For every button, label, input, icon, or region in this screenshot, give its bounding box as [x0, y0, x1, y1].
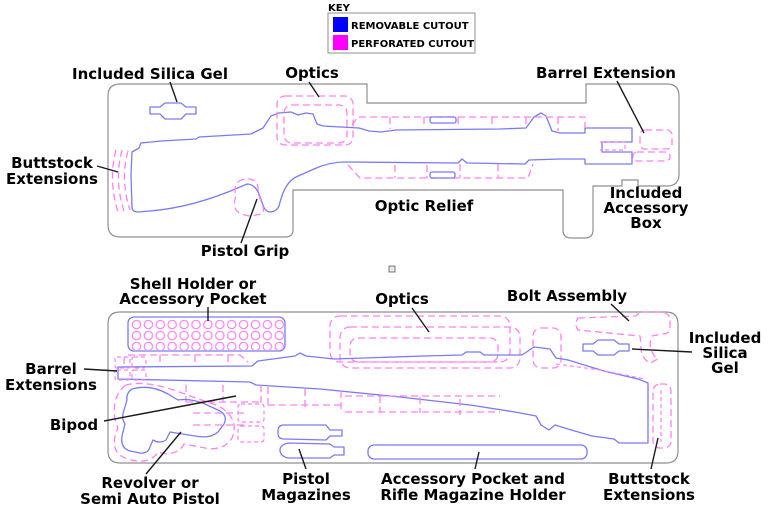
pistol-magazine-cutout-1	[277, 424, 343, 441]
label-pistol-grip: Pistol Grip	[201, 242, 290, 260]
silica-gel-cutout-bottom	[582, 339, 630, 356]
label-revolver-2: Semi Auto Pistol	[80, 490, 220, 506]
label-accessory-pocket-2: Rifle Magazine Holder	[380, 486, 566, 504]
label-bolt-assembly: Bolt Assembly	[507, 287, 627, 305]
revolver-outline	[121, 386, 226, 454]
small-square-artifact	[388, 265, 396, 273]
label-revolver-1: Revolver or	[101, 474, 199, 492]
label-included-accessory-box-3: Box	[630, 214, 662, 232]
optics-cutout-bottom-mid	[339, 326, 521, 369]
barrel-extension-cutout-c	[600, 141, 626, 151]
leader-barrel-extensions-bottom	[83, 368, 118, 372]
top-foam-panel: Included Silica Gel Optics Barrel Extens…	[6, 64, 689, 260]
leader-buttstock-bottom	[650, 437, 659, 470]
label-barrel-extension: Barrel Extension	[536, 64, 676, 82]
label-barrel-extensions-bottom-1: Barrel	[25, 360, 77, 378]
bipod-perforation-grid	[185, 385, 342, 426]
removable-label: REMOVABLE CUTOUT	[351, 21, 469, 32]
leader-pistol-grip	[240, 198, 258, 244]
removable-tab-upper	[429, 116, 457, 124]
barrel-extensions-cutout-3	[114, 369, 131, 381]
barrel-extension-cutout-b	[632, 151, 671, 162]
leader-silica-bottom	[631, 348, 693, 353]
bottom-foam-panel: Shell Holder or Accessory Pocket Optics …	[5, 275, 761, 506]
barrel-extensions-cutout-1	[114, 356, 131, 369]
removable-tab-lower	[429, 171, 456, 179]
label-buttstock-extensions-top-1: Buttstock	[11, 154, 94, 172]
silica-gel-cutout-top	[149, 102, 197, 120]
label-included-silica-gel-bottom-3: Gel	[711, 359, 739, 377]
label-included-silica-gel-top: Included Silica Gel	[72, 65, 228, 83]
label-included-accessory-box-2: Accessory	[604, 199, 689, 217]
optics-cutout-bottom-outer	[329, 315, 511, 363]
buttstock-extensions-cutout-top	[111, 149, 131, 213]
bolt-assembly-cutout	[575, 311, 671, 364]
pistol-grip-cutout	[233, 178, 265, 217]
legend-title: KEY	[328, 3, 351, 14]
label-buttstock-extensions-bottom-1: Buttstock	[608, 470, 691, 488]
leader-optics-bottom	[411, 307, 430, 333]
label-optic-relief: Optic Relief	[375, 197, 474, 215]
pistol-magazine-cutout-2	[279, 442, 345, 459]
label-barrel-extensions-bottom-2: Extensions	[5, 376, 97, 394]
leader-optics-top	[308, 81, 320, 98]
barrel-extensions-cutout-4	[131, 369, 147, 381]
leader-bolt-assembly	[610, 303, 630, 322]
perforated-swatch	[333, 35, 348, 50]
label-pistol-magazines-1: Pistol	[282, 470, 330, 488]
legend-box	[327, 12, 476, 54]
optics-cutout-top-inner	[283, 104, 348, 144]
label-buttstock-extensions-top-2: Extensions	[6, 170, 98, 188]
forend-perforation-band	[345, 395, 500, 415]
leader-accessory-pocket	[474, 451, 480, 470]
barrel-perforation-bottom	[123, 354, 249, 365]
barrel-perforation-lower	[347, 163, 534, 179]
shell-holder-cutout	[127, 316, 286, 352]
shell-holder-holes	[131, 319, 284, 350]
leader-pistol-magazines	[298, 448, 307, 470]
label-included-accessory-box-1: Included	[610, 184, 683, 202]
perforated-label: PERFORATED CUTOUT	[351, 39, 474, 50]
label-included-silica-gel-bottom-1: Included	[689, 329, 762, 347]
removable-swatch	[333, 17, 348, 32]
barrel-extensions-cutout-2	[131, 356, 147, 369]
buttstock-extensions-cutout-bottom	[652, 383, 672, 449]
leader-bipod	[103, 395, 237, 422]
barrel-perforation-upper	[351, 116, 586, 131]
label-bipod: Bipod	[50, 416, 98, 434]
bottom-panel-outline	[107, 311, 679, 464]
rifle-outline-top	[130, 111, 633, 213]
label-accessory-pocket-1: Accessory Pocket and	[381, 470, 565, 488]
revolver-side-cutout-2	[237, 425, 265, 443]
leader-revolver	[145, 431, 182, 475]
label-shell-holder-2: Accessory Pocket	[119, 290, 266, 308]
leader-buttstock-top	[96, 165, 119, 173]
label-optics-top: Optics	[285, 64, 339, 82]
leader-silica-top	[169, 81, 178, 103]
rifle-outline-bottom	[117, 346, 649, 444]
label-pistol-magazines-2: Magazines	[261, 486, 351, 504]
top-panel-outline	[107, 83, 680, 239]
label-included-silica-gel-bottom-2: Silica	[702, 344, 747, 362]
legend: KEY REMOVABLE CUTOUT PERFORATED CUTOUT	[327, 3, 476, 54]
comb-perforation	[555, 363, 646, 380]
optics-side-cutout	[532, 327, 562, 369]
optics-cutout-bottom-inner	[349, 337, 499, 363]
revolver-perforated-border	[113, 382, 235, 462]
barrel-extension-cutout-a	[639, 129, 673, 150]
label-buttstock-extensions-bottom-2: Extensions	[603, 486, 695, 504]
label-optics-bottom: Optics	[375, 290, 429, 308]
label-shell-holder-1: Shell Holder or	[130, 275, 257, 293]
leader-barrel-extension	[616, 80, 645, 134]
revolver-side-cutout-1	[237, 403, 265, 423]
optics-cutout-top-outer	[276, 95, 354, 146]
